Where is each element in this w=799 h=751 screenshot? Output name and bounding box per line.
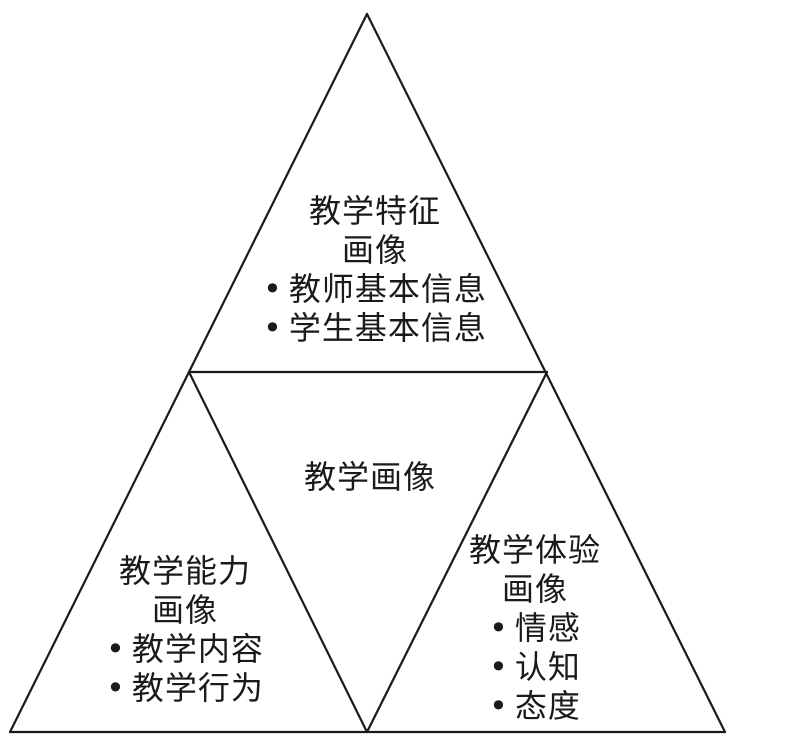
region-title-line1: 教学能力 bbox=[118, 552, 251, 590]
teaching-feature-portrait: 教学特征 画像 •教师基本信息 •学生基本信息 bbox=[240, 192, 510, 348]
region-title-line2: 画像 bbox=[151, 591, 218, 630]
teaching-experience-portrait: 教学体验 画像 •情感 •认知 •态度 bbox=[450, 531, 620, 726]
center-title: 教学画像 bbox=[303, 458, 436, 496]
list-item-label: 教师基本信息 bbox=[288, 270, 487, 309]
region-title-line1: 教学特征 bbox=[308, 192, 441, 230]
list-item: •教学行为 bbox=[75, 669, 295, 708]
bullet-icon: • bbox=[489, 609, 509, 648]
bullet-icon: • bbox=[106, 630, 126, 669]
bullet-icon: • bbox=[489, 687, 509, 726]
list-item: •教学内容 bbox=[75, 630, 295, 669]
list-item-label: 态度 bbox=[514, 687, 581, 726]
teaching-portrait-center: 教学画像 bbox=[270, 458, 470, 497]
list-item: •教师基本信息 bbox=[240, 270, 510, 309]
inner-edge-left bbox=[187, 370, 369, 734]
list-item: •情感 bbox=[450, 609, 620, 648]
bullet-list: •教学内容 •教学行为 bbox=[75, 630, 295, 708]
list-item: •态度 bbox=[450, 687, 620, 726]
list-item: •认知 bbox=[450, 648, 620, 687]
inner-edge-right bbox=[365, 370, 549, 734]
bullet-list: •情感 •认知 •态度 bbox=[450, 609, 620, 726]
bullet-icon: • bbox=[263, 270, 283, 309]
bullet-icon: • bbox=[489, 648, 509, 687]
teaching-ability-portrait: 教学能力 画像 •教学内容 •教学行为 bbox=[75, 552, 295, 708]
list-item-label: 教学内容 bbox=[131, 630, 264, 669]
list-item: •学生基本信息 bbox=[240, 309, 510, 348]
bullet-list: •教师基本信息 •学生基本信息 bbox=[240, 270, 510, 348]
list-item-label: 学生基本信息 bbox=[288, 309, 487, 348]
bullet-icon: • bbox=[263, 309, 283, 348]
list-item-label: 教学行为 bbox=[131, 669, 264, 708]
list-item-label: 情感 bbox=[514, 609, 581, 648]
bullet-icon: • bbox=[106, 669, 126, 708]
region-title-line2: 画像 bbox=[341, 231, 408, 270]
region-title-line2: 画像 bbox=[501, 570, 568, 609]
region-title-line1: 教学体验 bbox=[468, 531, 601, 569]
list-item-label: 认知 bbox=[514, 648, 581, 687]
